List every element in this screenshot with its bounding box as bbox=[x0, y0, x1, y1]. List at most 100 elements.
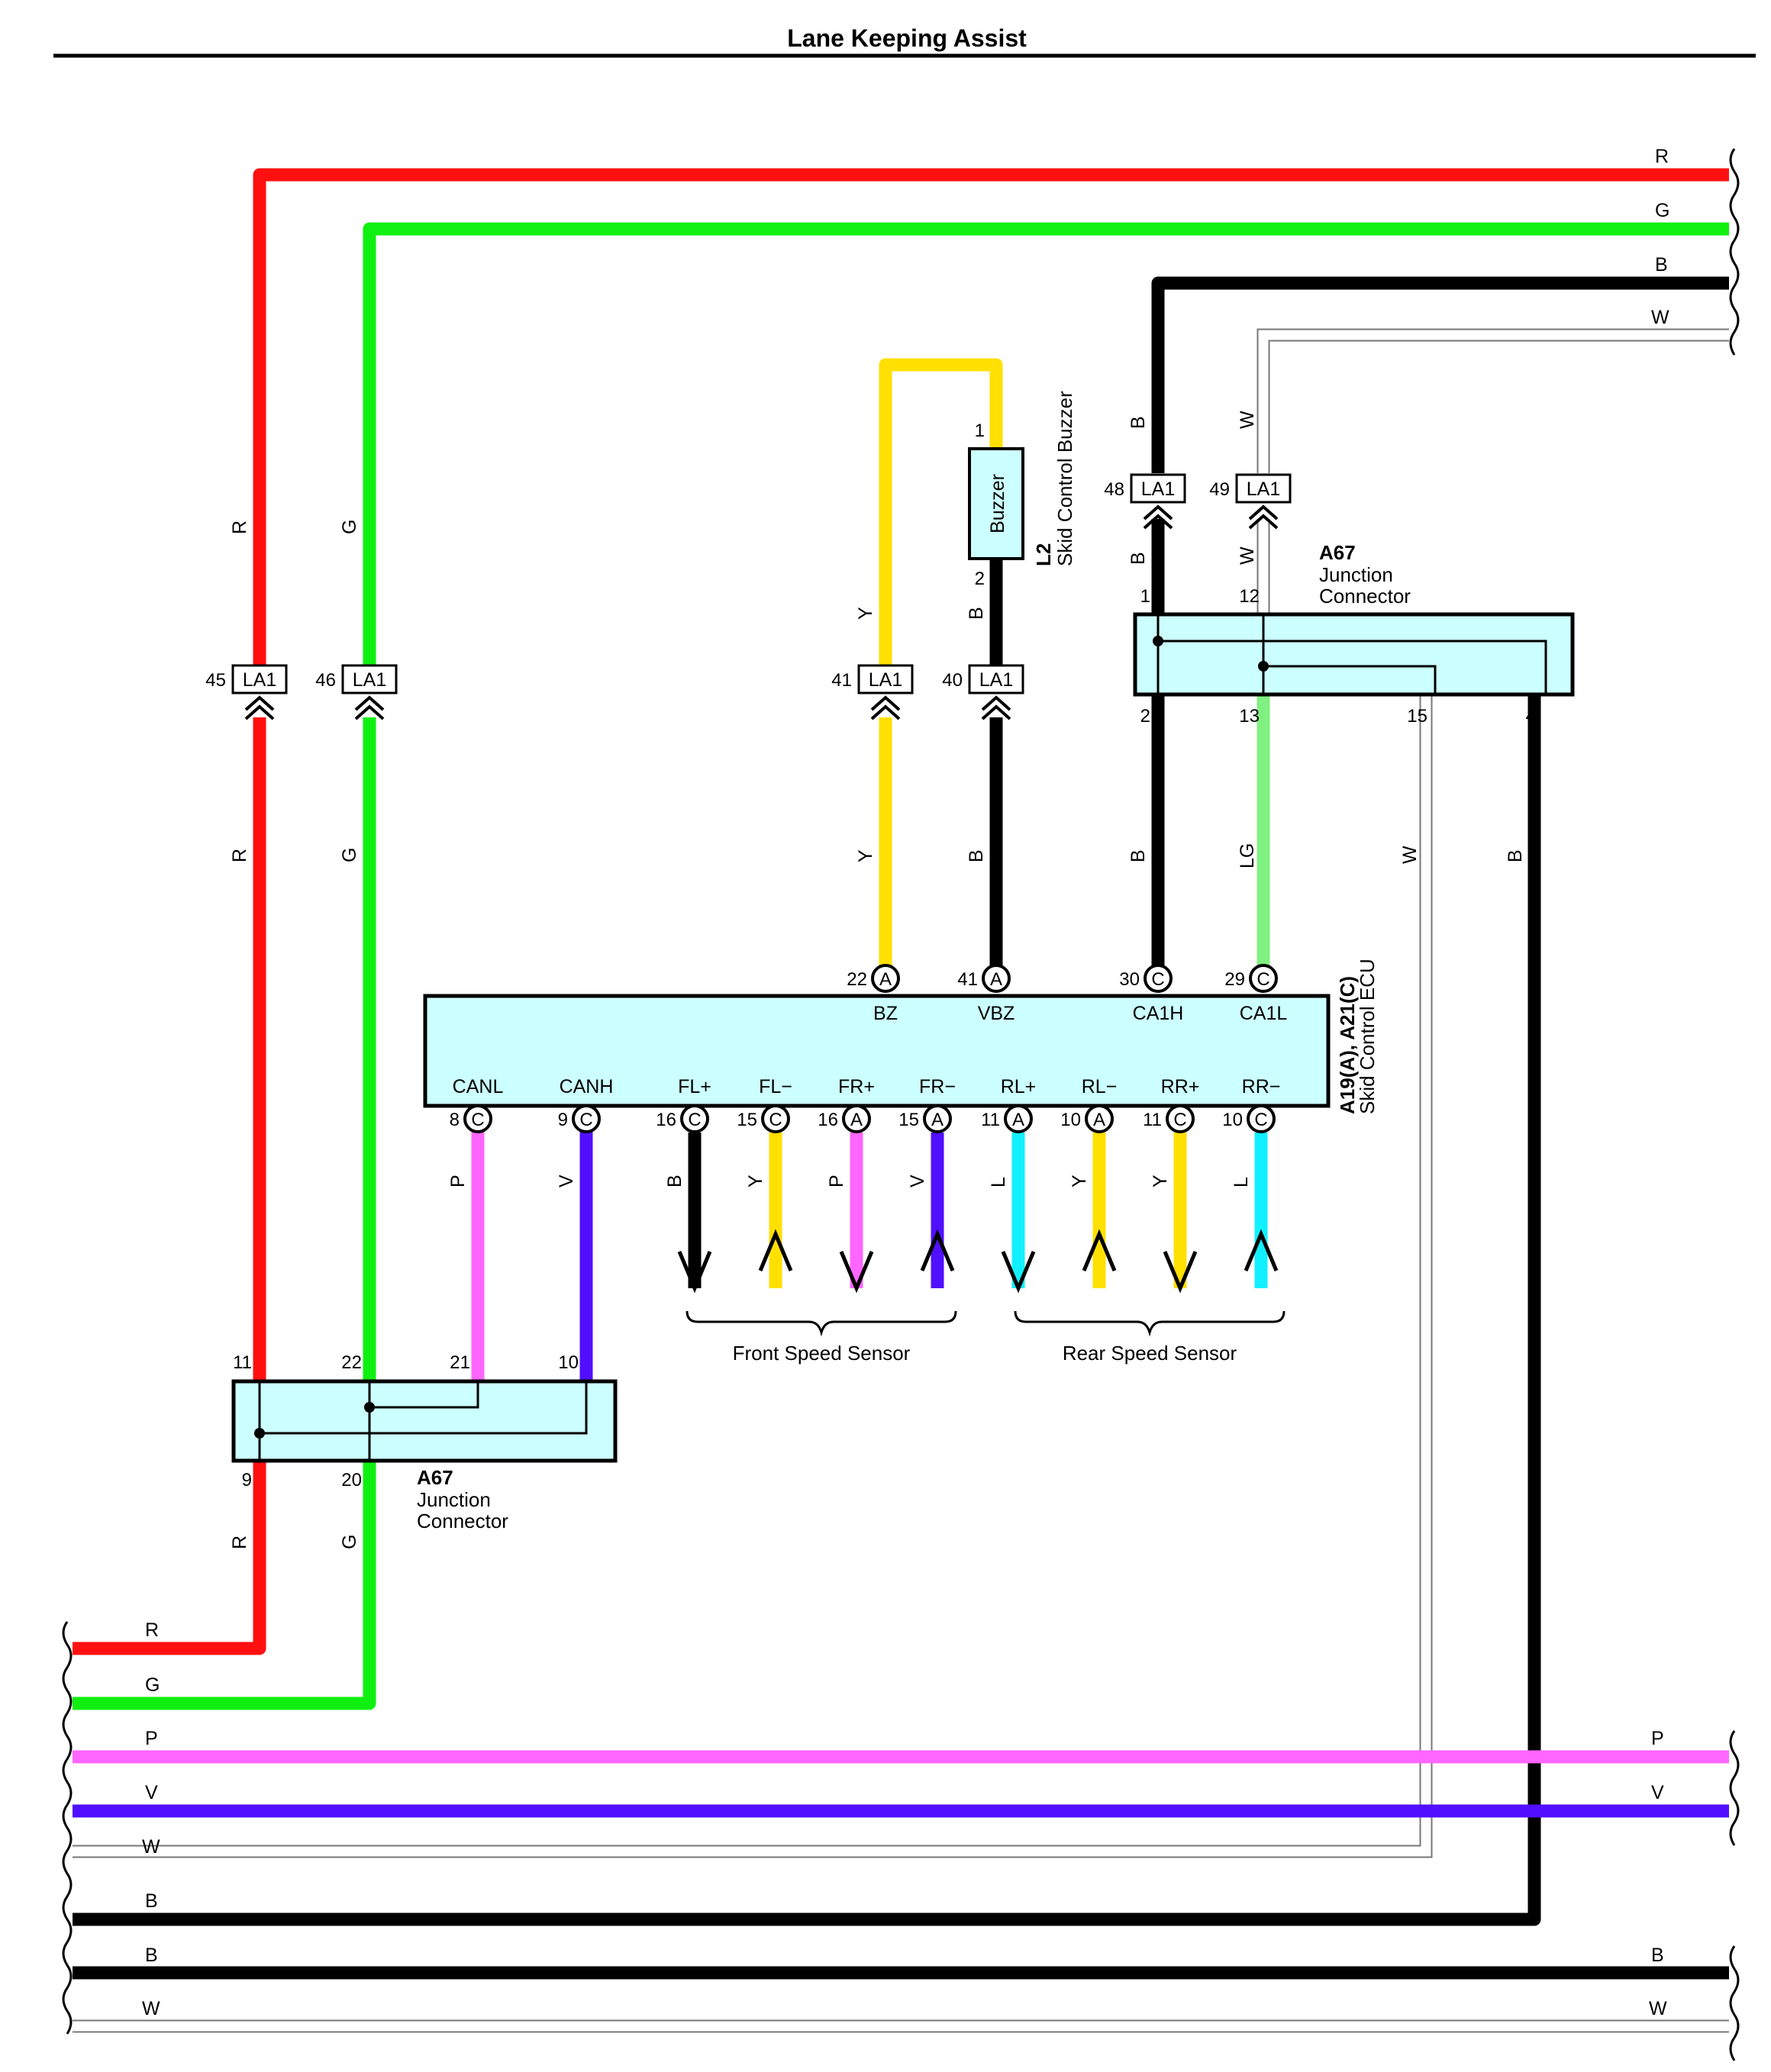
pin-number: 30 bbox=[1119, 969, 1140, 990]
sensor-brackets: Front Speed Sensor Rear Speed Sensor bbox=[685, 1310, 1286, 1365]
label-w-bl2: W bbox=[142, 1998, 160, 2019]
ecu-pin-top-2[interactable]: C 30 bbox=[1119, 964, 1173, 993]
ecu-pin-bottom-6[interactable]: A11 bbox=[981, 1104, 1033, 1133]
label-v-bl: V bbox=[145, 1782, 158, 1803]
label-r-v1: R bbox=[229, 520, 250, 534]
junction-connector-bottom[interactable]: 11 22 21 10 9 20 A67 Junction Connector bbox=[231, 1352, 618, 1532]
label-w-top: W bbox=[1651, 307, 1669, 328]
pin-connector-letter: A bbox=[850, 1110, 863, 1130]
pin-number: 16 bbox=[656, 1110, 676, 1130]
ecu-pin-top-0[interactable]: A 22 bbox=[847, 964, 900, 993]
arrow-down-icon bbox=[839, 1251, 874, 1294]
pin-connector-letter: C bbox=[769, 1110, 782, 1130]
ecu-pin-top-1[interactable]: A41 bbox=[957, 964, 1011, 993]
front-bracket bbox=[685, 1310, 957, 1337]
pin-connector-letter: C bbox=[579, 1110, 592, 1130]
rear-speed-sensor-label: Rear Speed Sensor bbox=[1063, 1342, 1237, 1365]
label-p-br: P bbox=[1651, 1728, 1664, 1749]
label-b-br: B bbox=[1651, 1945, 1664, 1966]
pin-number: 10 bbox=[1060, 1110, 1081, 1130]
label-b-bl: B bbox=[145, 1890, 158, 1912]
la1-connector-48[interactable]: LA1 48 bbox=[1104, 473, 1186, 530]
label-b-v4: B bbox=[1127, 552, 1149, 565]
ecu-pin-bottom-1[interactable]: C9 bbox=[558, 1104, 601, 1133]
ecu-pin-bottom-3[interactable]: C15 bbox=[737, 1104, 790, 1133]
pin-number: 22 bbox=[847, 969, 867, 990]
la1-connector-41[interactable]: LA1 41 bbox=[831, 664, 914, 720]
svg-text:LA1: LA1 bbox=[979, 669, 1013, 691]
wire-w-top-inner bbox=[1258, 330, 1729, 473]
arrow-up-icon bbox=[1082, 1229, 1117, 1271]
ecu-pin-label: FL− bbox=[759, 1076, 792, 1097]
label-b-v3: B bbox=[1127, 416, 1149, 429]
ecu-pin-label: CANL bbox=[453, 1076, 504, 1097]
ecu-pin-label: FR+ bbox=[838, 1076, 875, 1097]
ecu-pin-bottom-9[interactable]: C10 bbox=[1222, 1104, 1276, 1133]
svg-text:21: 21 bbox=[450, 1352, 470, 1373]
arrow-up-icon bbox=[920, 1229, 955, 1271]
label-r-v3: R bbox=[229, 1535, 250, 1549]
la1-connector-46[interactable]: LA1 46 bbox=[315, 664, 398, 720]
svg-text:41: 41 bbox=[831, 670, 852, 691]
ecu-pin-bottom-8[interactable]: C11 bbox=[1143, 1104, 1195, 1133]
ecu-pin-top-3[interactable]: C29 bbox=[1224, 964, 1278, 993]
label-g-top: G bbox=[1655, 200, 1669, 221]
right-break-1 bbox=[1729, 148, 1740, 356]
wire-w-15-outer bbox=[73, 694, 1433, 1858]
svg-text:49: 49 bbox=[1209, 479, 1230, 500]
pin-connector-letter: C bbox=[471, 1110, 484, 1130]
label-r-top: R bbox=[1655, 146, 1669, 167]
pin-number: 41 bbox=[957, 969, 978, 990]
pin-connector-letter: C bbox=[1151, 969, 1164, 990]
svg-text:LA1: LA1 bbox=[1141, 479, 1175, 500]
right-break-3 bbox=[1729, 1945, 1740, 2061]
ecu-pin-label: CANH bbox=[560, 1076, 614, 1097]
pin-connector-letter: A bbox=[1093, 1110, 1105, 1130]
wire-r-top bbox=[253, 168, 1729, 672]
break-marks bbox=[62, 148, 1740, 2061]
wire-labels: R G B W R G R G R G Y B Y B B W B W B LG… bbox=[142, 146, 1669, 2019]
chevron-icon bbox=[244, 695, 275, 720]
pin-connector-letter: C bbox=[688, 1110, 701, 1130]
ecu-pin-bottom-4[interactable]: A 16 bbox=[818, 1104, 871, 1133]
svg-text:22: 22 bbox=[341, 1352, 362, 1373]
buzzer-name: Skid Control Buzzer bbox=[1053, 391, 1076, 566]
ecu-pin-label: FL+ bbox=[678, 1076, 711, 1097]
buzzer-label: Buzzer bbox=[987, 474, 1008, 533]
pin-connector-letter: A bbox=[879, 969, 892, 990]
svg-text:48: 48 bbox=[1104, 479, 1124, 500]
svg-text:LA1: LA1 bbox=[869, 669, 902, 691]
pin-number: 9 bbox=[558, 1110, 568, 1130]
label-y-v2: Y bbox=[855, 849, 876, 862]
ecu-pin-label: RL− bbox=[1082, 1076, 1118, 1097]
pin-connector-letter: C bbox=[1256, 969, 1269, 990]
junction-connector-top[interactable]: 1 12 2 13 15 4 A67 Junction Connector bbox=[1133, 541, 1575, 727]
pin-number: 16 bbox=[818, 1110, 838, 1130]
la1-connector-45[interactable]: LA1 45 bbox=[205, 664, 288, 720]
svg-text:46: 46 bbox=[315, 670, 336, 691]
la1-connector-49[interactable]: LA1 49 bbox=[1209, 473, 1292, 530]
sensor-wire-label: Y bbox=[745, 1175, 766, 1187]
skid-control-buzzer[interactable]: Buzzer 1 2 L2 Skid Control Buzzer bbox=[968, 391, 1076, 589]
sensor-wire-label: V bbox=[907, 1175, 928, 1187]
label-p-bl: P bbox=[145, 1728, 158, 1749]
ecu-pins: A22BZA41VBZC30CA1HC29CA1LCANLC8CANHC9FL+… bbox=[450, 964, 1287, 1133]
pin-connector-letter: C bbox=[1173, 1110, 1186, 1130]
svg-text:1: 1 bbox=[1140, 586, 1150, 607]
label-b-v1: B bbox=[966, 607, 987, 620]
chevron-icon bbox=[1143, 504, 1173, 530]
ecu-pin-bottom-2[interactable]: C 16 bbox=[656, 1104, 709, 1133]
la1-connector-40[interactable]: LA1 40 bbox=[942, 664, 1024, 720]
arrow-down-icon bbox=[1163, 1251, 1198, 1294]
ecu-pin-bottom-0[interactable]: C8 bbox=[450, 1104, 492, 1133]
chevron-icon bbox=[870, 695, 901, 720]
skid-control-ecu[interactable]: A19(A), A21(C) Skid Control ECU bbox=[423, 959, 1379, 1114]
svg-text:4: 4 bbox=[1526, 706, 1536, 727]
page-title: Lane Keeping Assist bbox=[787, 24, 1027, 52]
ecu-pin-bottom-5[interactable]: A15 bbox=[898, 1104, 952, 1133]
svg-text:20: 20 bbox=[341, 1470, 362, 1490]
ecu-pin-bottom-7[interactable]: A 10 bbox=[1060, 1104, 1114, 1133]
label-w-v4: W bbox=[1237, 546, 1258, 565]
svg-text:LA1: LA1 bbox=[1247, 479, 1280, 500]
